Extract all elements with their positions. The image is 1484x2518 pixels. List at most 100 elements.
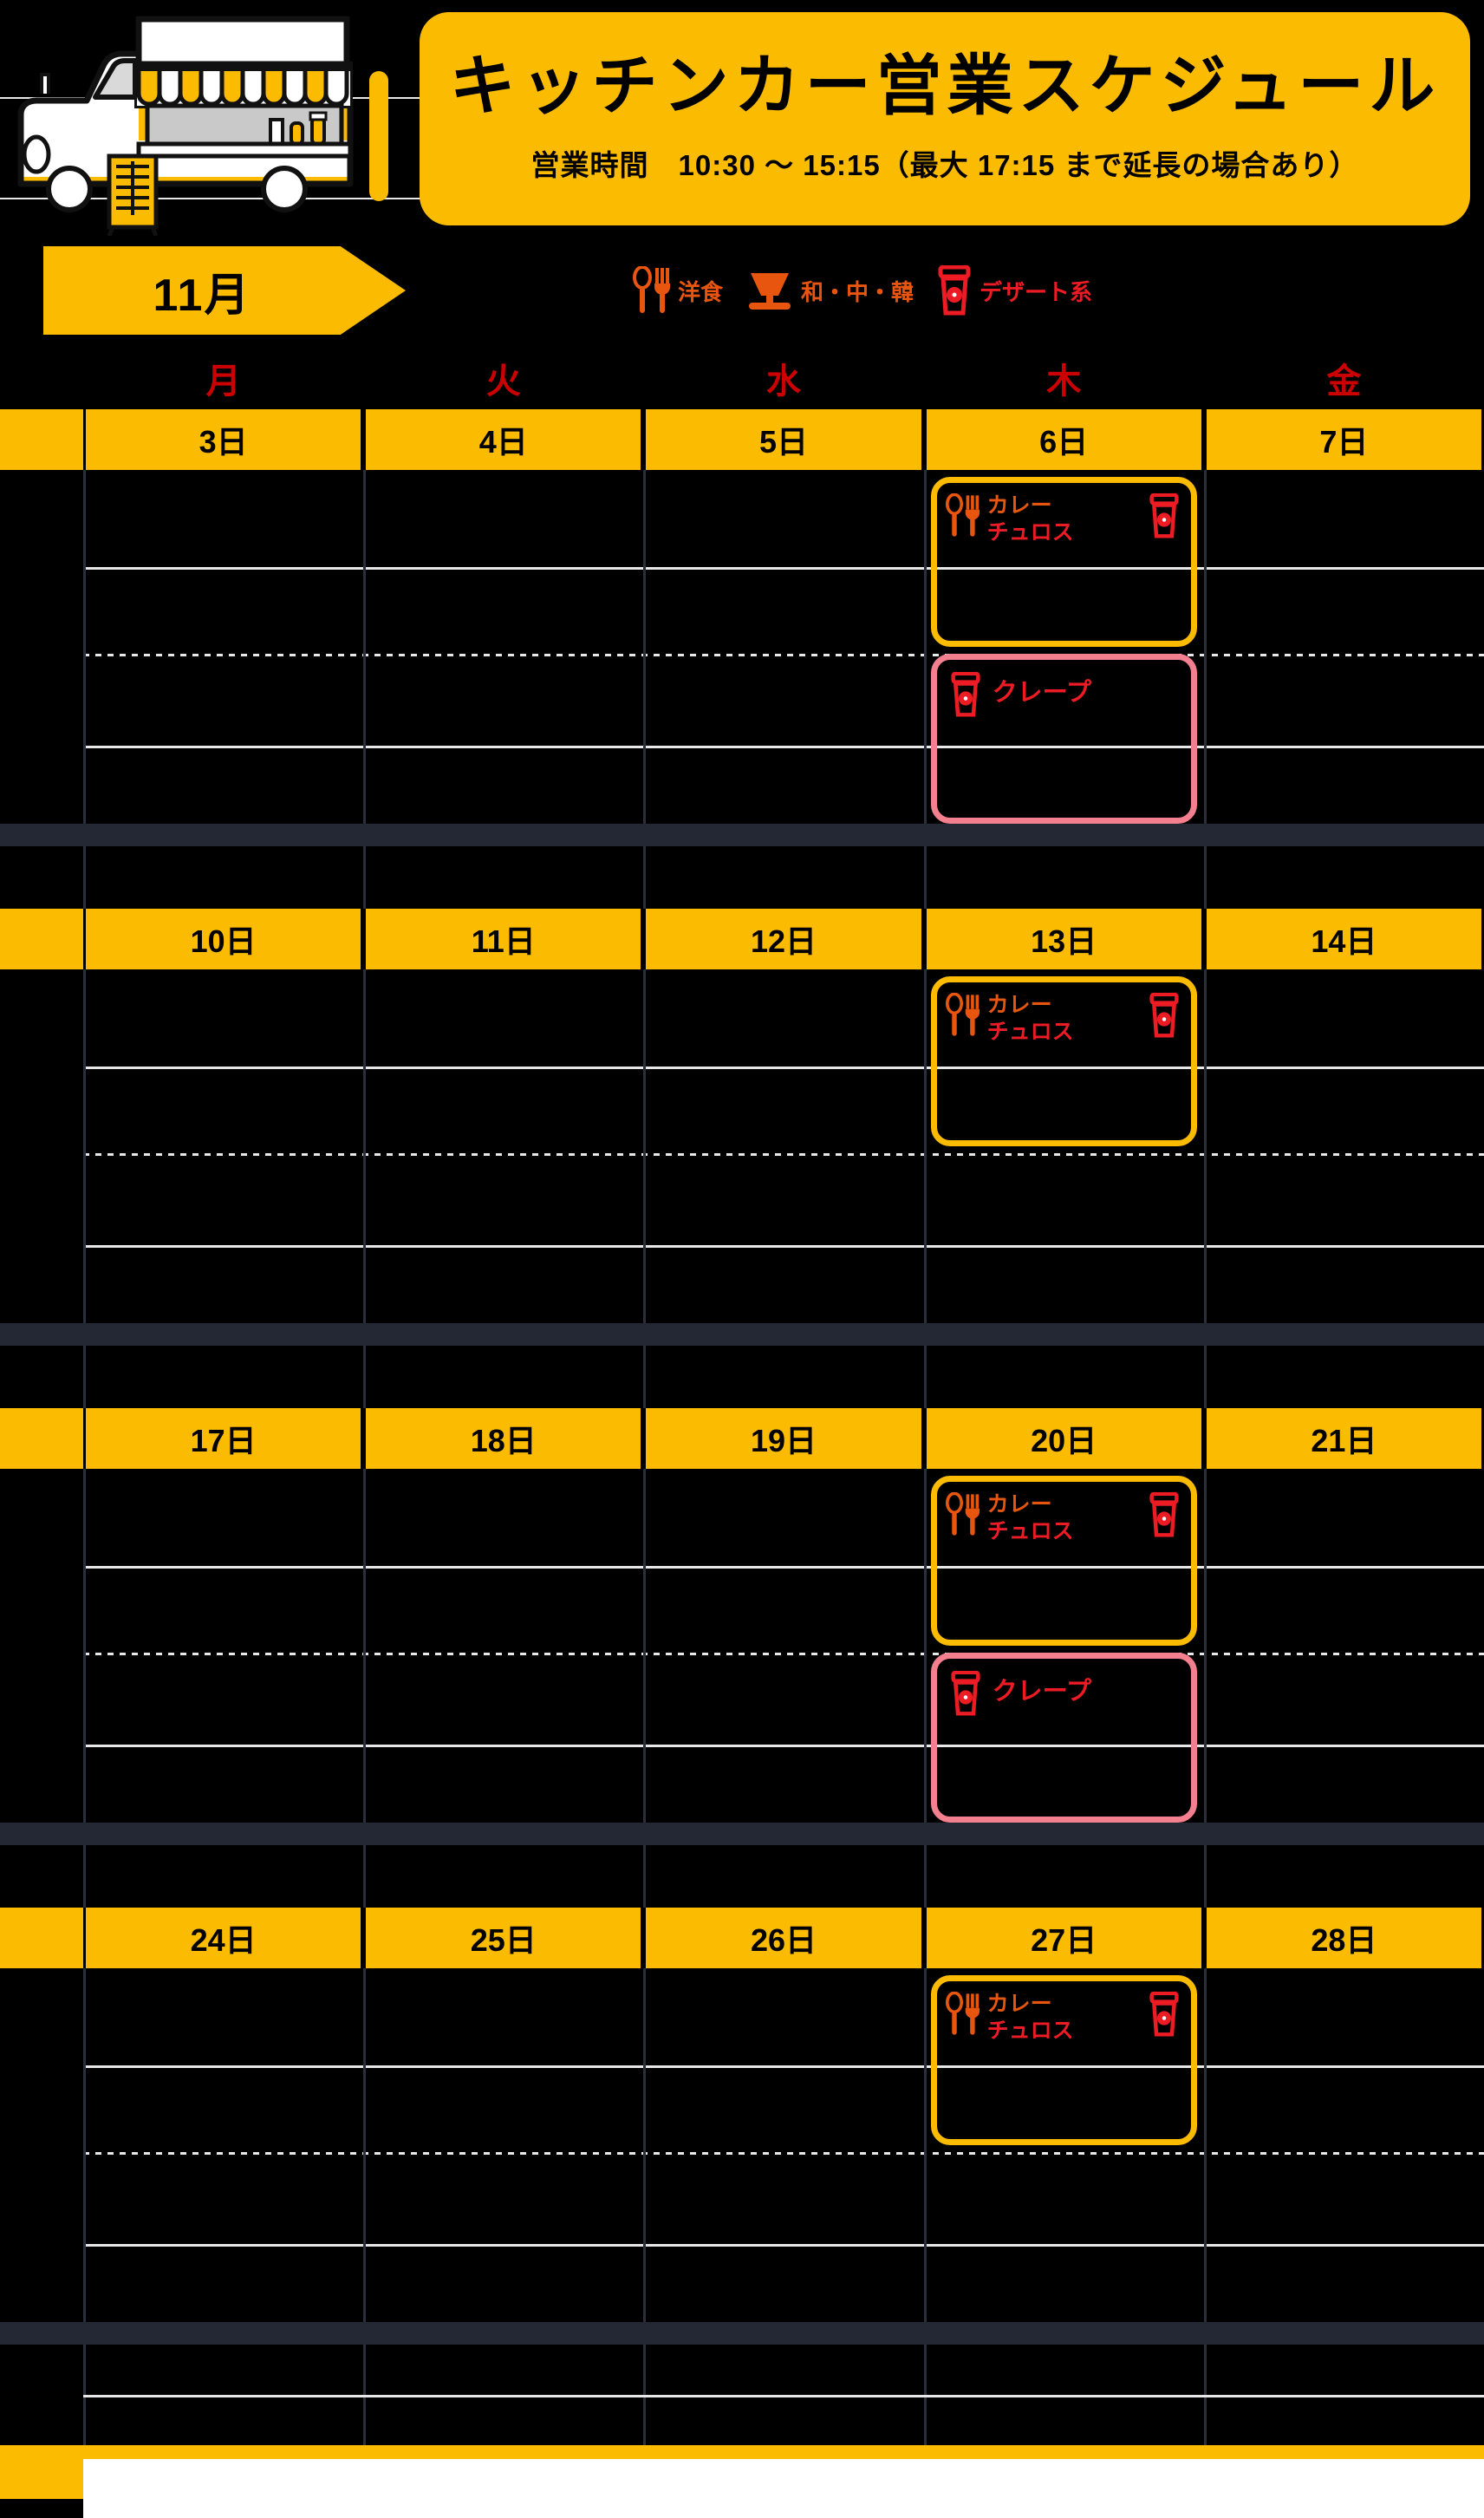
title-plate: キッチンカー営業スケジュール 営業時間 10:30 〜 15:15（最大 17:… — [420, 12, 1470, 225]
column-divider — [1203, 846, 1207, 909]
date-cell[interactable]: 12日 — [646, 909, 921, 969]
date-cell[interactable]: 26日 — [646, 1908, 921, 1968]
date-cell[interactable]: 25日 — [366, 1908, 641, 1968]
date-cell[interactable]: 13日 — [926, 909, 1201, 969]
speech-bubble: スマホでもスケジュールをチェック！ — [950, 2511, 1297, 2518]
day-of-week-2: 水 — [765, 362, 801, 401]
column-divider — [643, 969, 647, 1323]
week-separator-band — [0, 1823, 1484, 1845]
event-card[interactable]: カレーチュロス — [930, 1476, 1197, 1646]
column-divider — [923, 1968, 927, 2322]
column-divider — [83, 846, 86, 909]
column-divider — [1203, 470, 1207, 824]
event-label: カレー — [986, 1492, 1052, 1517]
week-tail-strip — [0, 1346, 1484, 1408]
slot-divider-solid-2 — [83, 2244, 1484, 2247]
date-cell[interactable]: 28日 — [1206, 1908, 1481, 1968]
dessert-cup-icon — [951, 1670, 980, 1716]
event-label: クレープ — [992, 679, 1091, 707]
event-card[interactable]: カレーチュロス — [930, 477, 1197, 647]
header-accent-pill — [369, 71, 388, 201]
slot-divider-solid-1 — [83, 1067, 1484, 1069]
column-divider — [1203, 1346, 1207, 1408]
date-cell[interactable]: 24日 — [86, 1908, 361, 1968]
date-cell[interactable]: 7日 — [1206, 409, 1481, 470]
date-cell[interactable]: 6日 — [926, 409, 1201, 470]
legend-label-western: 洋食 — [678, 278, 724, 305]
date-cell[interactable]: 5日 — [646, 409, 921, 470]
column-divider — [363, 1469, 367, 1823]
column-divider — [363, 1845, 367, 1908]
slot-divider-solid-1 — [83, 567, 1484, 570]
column-divider — [363, 1968, 367, 2322]
event-card[interactable]: クレープ — [930, 1653, 1197, 1823]
date-row-left-cap — [0, 1408, 83, 1469]
date-cell[interactable]: 3日 — [86, 409, 361, 470]
event-card-inner: カレーチュロス — [937, 1981, 1191, 2139]
business-hours-text: 営業時間 10:30 〜 15:15（最大 17:15 まで延長の場合あり） — [530, 149, 1359, 181]
column-divider — [923, 846, 927, 909]
date-cell[interactable]: 11日 — [366, 909, 641, 969]
event-card[interactable]: クレープ — [930, 654, 1197, 824]
spoon-fork-icon — [633, 266, 670, 313]
column-divider — [643, 1845, 647, 1908]
column-divider — [923, 1346, 927, 1408]
week-tail-strip — [0, 846, 1484, 909]
event-label: カレー — [986, 493, 1052, 518]
dessert-cup-icon — [1149, 992, 1179, 1038]
day-of-week-row: 月火水木金 — [0, 347, 1484, 409]
column-divider — [1203, 1845, 1207, 1908]
month-tag: 11月 — [43, 246, 406, 335]
column-divider — [643, 846, 647, 909]
date-cell[interactable]: 17日 — [86, 1408, 361, 1469]
footer-yellow-strip — [83, 2445, 1484, 2459]
column-divider — [923, 470, 927, 824]
column-divider — [83, 470, 86, 824]
date-cell[interactable]: 18日 — [366, 1408, 641, 1469]
day-of-week-3: 木 — [1046, 362, 1082, 401]
slot-divider-dotted — [83, 1653, 1484, 1655]
event-card-inner: カレーチュロス — [937, 483, 1191, 641]
event-card-inner: クレープ — [937, 660, 1191, 818]
dessert-cup-icon — [1149, 493, 1179, 538]
column-divider — [923, 969, 927, 1323]
slot-divider-solid-2 — [83, 1745, 1484, 1747]
column-divider — [1203, 1968, 1207, 2322]
event-label: チュロス — [986, 519, 1074, 545]
slot-divider-dotted — [83, 654, 1484, 656]
column-divider — [363, 969, 367, 1323]
column-divider — [643, 1968, 647, 2322]
dessert-cup-icon — [1149, 1491, 1179, 1537]
day-of-week-0: 月 — [205, 362, 241, 401]
column-divider — [643, 1346, 647, 1408]
week-separator-band — [0, 1323, 1484, 1346]
legend-label-dessert: デザート系 — [980, 278, 1093, 305]
date-cell[interactable]: 27日 — [926, 1908, 1201, 1968]
date-cell[interactable]: 20日 — [926, 1408, 1201, 1469]
day-of-week-4: 金 — [1326, 362, 1362, 401]
page-title: キッチンカー営業スケジュール — [449, 49, 1441, 123]
event-label: チュロス — [986, 1019, 1074, 1044]
date-cell[interactable]: 19日 — [646, 1408, 921, 1469]
week-tail-strip — [0, 1845, 1484, 1908]
event-card[interactable]: カレーチュロス — [930, 976, 1197, 1146]
footer-left-tag — [0, 2445, 83, 2499]
column-divider — [643, 470, 647, 824]
date-row-left-cap — [0, 409, 83, 470]
column-divider — [83, 1845, 86, 1908]
date-cell[interactable]: 4日 — [366, 409, 641, 470]
event-card[interactable]: カレーチュロス — [930, 1975, 1197, 2145]
date-cell[interactable]: 21日 — [1206, 1408, 1481, 1469]
date-cell[interactable]: 14日 — [1206, 909, 1481, 969]
column-divider — [1203, 969, 1207, 1323]
legend-item-dessert: デザート系 — [936, 265, 1092, 316]
date-cell[interactable]: 10日 — [86, 909, 361, 969]
